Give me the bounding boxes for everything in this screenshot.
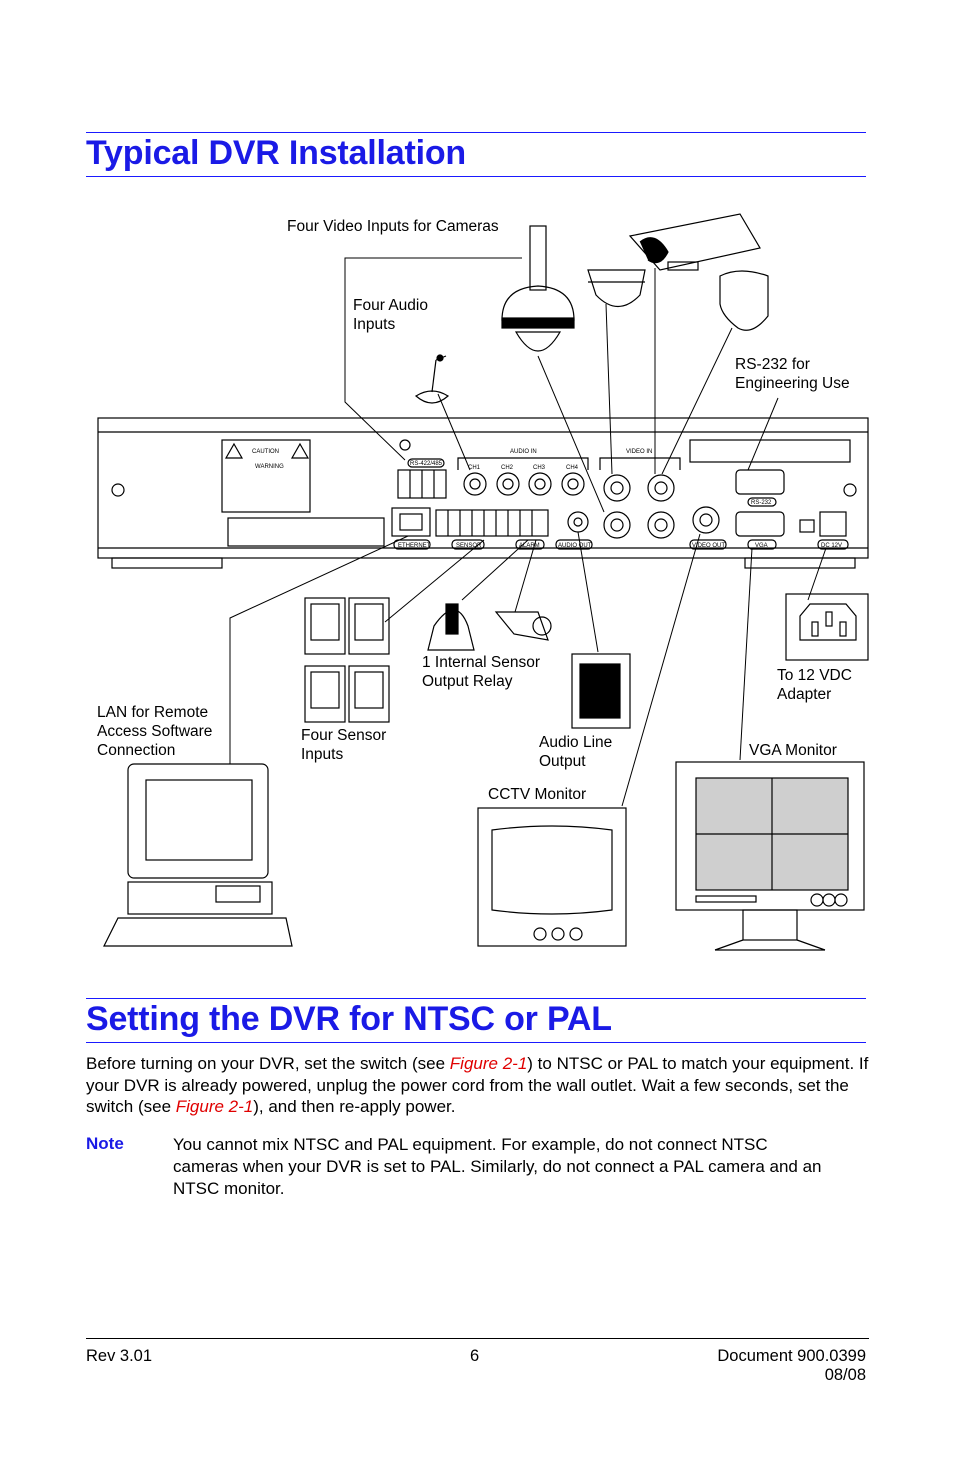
- panel-audio-ch4: CH4: [566, 465, 579, 471]
- dome-camera-2: [587, 269, 646, 308]
- audio-speaker: [571, 653, 631, 729]
- video-out-port: [692, 506, 720, 534]
- figure-link-2[interactable]: Figure 2-1: [175, 1097, 254, 1116]
- section-title-ntsc-pal: Setting the DVR for NTSC or PAL: [86, 1000, 612, 1038]
- heading-rule-top-2: [86, 998, 866, 999]
- footer-rule: [86, 1338, 869, 1339]
- panel-rs422-text: RS-422/485: [410, 461, 443, 467]
- panel-sensor-text: SENSOR: [456, 543, 482, 549]
- horn: [494, 611, 549, 641]
- panel-audio-out-text: AUDIO OUT: [558, 543, 592, 549]
- label-rs232: RS-232 for Engineering Use: [735, 356, 850, 392]
- sensor-2: [348, 597, 390, 655]
- power-socket: [785, 593, 869, 661]
- panel-warning-text: WARNING: [255, 464, 284, 470]
- para-text-2: ) to NTSC or PAL to match your equipment…: [86, 1054, 869, 1116]
- panel-caution-text: CAUTION: [252, 449, 279, 455]
- audio-in-ch4: [561, 472, 585, 496]
- footer-page-number: 6: [470, 1347, 480, 1365]
- label-relay: 1 Internal Sensor Output Relay: [422, 654, 541, 690]
- microphone: [414, 390, 450, 404]
- panel-audio-ch3: CH3: [533, 465, 546, 471]
- audio-out-port: [567, 511, 589, 533]
- dome-camera-3: [719, 270, 769, 331]
- video-in-ch2: [647, 474, 675, 502]
- pc-keyboard: [103, 917, 293, 947]
- panel-rs232-text: RS-232: [751, 500, 772, 506]
- dvr-rear-panel: [97, 417, 869, 559]
- label-audio-line-output: Audio Line Output: [539, 734, 613, 770]
- vga-port: [735, 511, 785, 537]
- para-text-3: ), and then re-apply power.: [253, 1097, 456, 1116]
- label-lan: LAN for Remote Access Software Connectio…: [97, 704, 213, 759]
- label-cctv-monitor: CCTV Monitor: [488, 786, 587, 803]
- footer-doc-date: 08/08: [824, 1366, 866, 1384]
- label-sensor-inputs: Four Sensor Inputs: [301, 727, 387, 763]
- sensor-1: [304, 597, 346, 655]
- para-text-1: Before turning on your DVR, set the swit…: [86, 1054, 450, 1073]
- label-audio-inputs: Four Audio Inputs: [353, 297, 428, 333]
- label-vga-monitor: VGA Monitor: [749, 742, 837, 759]
- heading-rule-bottom-2: [86, 1042, 866, 1043]
- pc-tower: [127, 881, 273, 915]
- panel-dc12v-text: DC 12V: [821, 543, 842, 549]
- audio-in-ch3: [528, 472, 552, 496]
- pc-monitor: [127, 763, 269, 879]
- heading-rule-bottom-1: [86, 176, 866, 177]
- ntsc-pal-switch: [799, 519, 815, 533]
- footer-revision: Rev 3.01: [86, 1347, 153, 1365]
- sensor-4: [348, 665, 390, 723]
- panel-ethernet-text: ETHERNET: [398, 543, 431, 549]
- note-label: Note: [86, 1134, 124, 1153]
- panel-audio-ch2: CH2: [501, 465, 514, 471]
- ethernet-port: [391, 507, 431, 537]
- dome-camera-1: [501, 285, 575, 321]
- video-in-ch1: [603, 474, 631, 502]
- footer-doc-id: Document 900.0399: [717, 1347, 866, 1365]
- audio-in-ch1: [463, 472, 487, 496]
- screw-left: [111, 483, 125, 497]
- panel-audio-ch1: CH1: [468, 465, 481, 471]
- rs232-port: [735, 469, 785, 495]
- panel-vga-text: VGA: [755, 543, 768, 549]
- screw-right: [843, 483, 857, 497]
- section-title-installation: Typical DVR Installation: [86, 134, 466, 172]
- video-in-ch3: [603, 511, 631, 539]
- panel-video-in-text: VIDEO IN: [626, 449, 652, 455]
- sensor-alarm-terminals: [435, 509, 549, 537]
- connection-lines: [229, 257, 827, 807]
- cctv-monitor: [477, 807, 627, 947]
- figure-link-1[interactable]: Figure 2-1: [449, 1054, 528, 1073]
- diagram-svg: CAUTION WARNING AUDIO IN VIDEO IN RS-422…: [97, 213, 869, 951]
- pole-camera-mount: [529, 225, 547, 291]
- dvr-installation-diagram: CAUTION WARNING AUDIO IN VIDEO IN RS-422…: [0, 190, 954, 970]
- note-text: You cannot mix NTSC and PAL equipment. F…: [173, 1135, 822, 1198]
- panel-audio-in-text: AUDIO IN: [510, 449, 537, 455]
- audio-in-ch2: [496, 472, 520, 496]
- label-video-inputs: Four Video Inputs for Cameras: [287, 218, 499, 235]
- heading-rule-top-1: [86, 132, 866, 133]
- label-power: To 12 VDC Adapter: [777, 667, 852, 703]
- dc-jack: [819, 511, 847, 537]
- panel-video-out-text: VIDEO OUT: [692, 543, 725, 549]
- panel-alarm-text: ALARM: [519, 543, 540, 549]
- ntsc-pal-paragraph: Before turning on your DVR, set the swit…: [86, 1053, 876, 1118]
- video-in-ch4: [647, 511, 675, 539]
- footer-document-number: Document 900.0399 08/08: [717, 1347, 866, 1385]
- caution-label: [221, 439, 311, 513]
- sensor-3: [304, 665, 346, 723]
